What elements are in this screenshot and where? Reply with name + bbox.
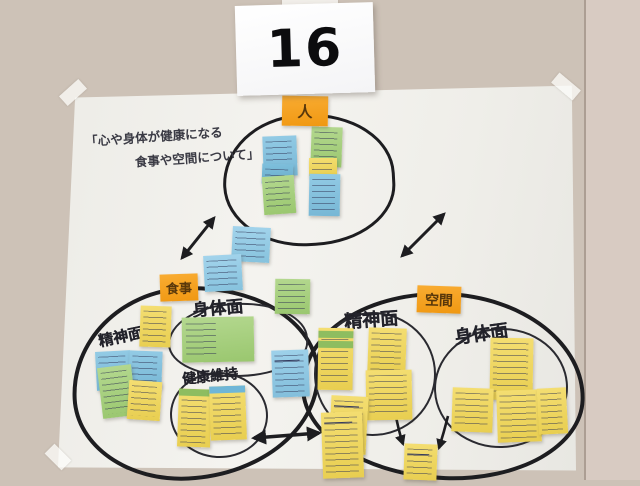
sticky-note [261, 174, 297, 216]
note-header-band [209, 385, 246, 394]
tag-note-meal: 食事 [159, 273, 199, 302]
note-header-band [318, 330, 354, 339]
tag-meal-label: 食事 [165, 281, 193, 298]
number-card: 16 [234, 2, 376, 96]
sticky-note [271, 349, 310, 398]
sticky-note [139, 305, 172, 348]
sticky-note [320, 411, 365, 479]
number-card-value: 16 [265, 17, 345, 81]
sticky-note [536, 387, 569, 435]
note-underline [274, 359, 300, 362]
sticky-note [451, 387, 494, 433]
sticky-note [403, 443, 438, 481]
sticky-note [496, 389, 542, 443]
sticky-note [209, 385, 247, 441]
note-header-band [178, 388, 213, 397]
sticky-note [309, 158, 337, 176]
sticky-note [274, 278, 311, 315]
poster: 「心や身体が健康になる 食事や空間について」 人 食事 空間 身体面 精神面 健… [44, 72, 589, 486]
sticky-note [365, 369, 413, 421]
sticky-note [181, 316, 255, 363]
sticky-note [176, 388, 213, 448]
tag-note-person: 人 [281, 95, 329, 127]
sticky-note [203, 254, 243, 292]
tag-note-space: 空間 [416, 285, 462, 314]
note-underline [407, 453, 430, 456]
tag-space-label: 空間 [424, 292, 454, 309]
note-underline [333, 405, 360, 408]
sticky-note [308, 173, 341, 217]
tag-person-label: 人 [297, 102, 313, 121]
sticky-note [317, 327, 354, 391]
oval-space-mental [314, 312, 436, 436]
wall-corner-strip [584, 0, 640, 480]
sticky-note [126, 379, 163, 422]
note-header-band [318, 340, 354, 349]
note-underline [324, 421, 353, 424]
